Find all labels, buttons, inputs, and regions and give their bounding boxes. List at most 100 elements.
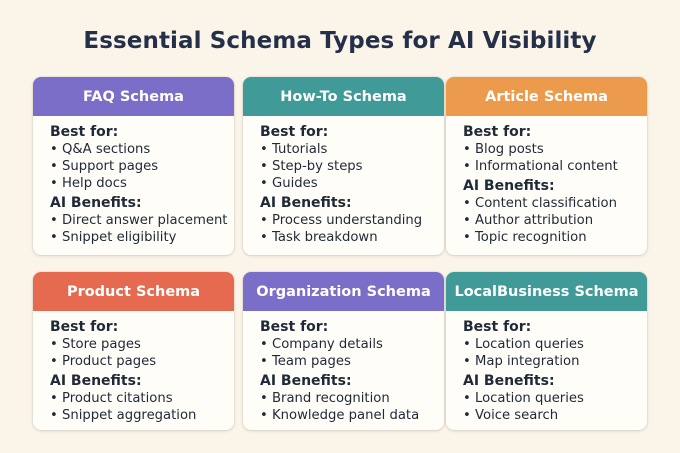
list-item-text: Topic recognition [475, 230, 587, 245]
section-label: Best for: [260, 124, 329, 140]
list-item: • Author attribution [463, 212, 637, 229]
bullet-icon: • [260, 230, 268, 245]
card-body: Best for:•Blog posts•Informational conte… [446, 116, 647, 254]
section-label: AI Benefits: [50, 373, 142, 389]
bullet-icon: • [463, 142, 471, 157]
section-label: Best for: [260, 319, 329, 335]
list-item-text: Company details [272, 337, 383, 352]
list-item-text: Informational content [475, 159, 618, 174]
list-item: • Blog posts [463, 141, 637, 158]
bullet-icon: • [50, 176, 58, 191]
section-label: Best for: [463, 319, 532, 335]
list-item-text: Voice search [475, 408, 559, 423]
card-header: Organization Schema [243, 272, 444, 311]
list-item-text: Location queries [475, 391, 584, 406]
list-item: • Voice search [463, 407, 637, 424]
card-body: Best for:•Tutorials•Step-by steps•Guides… [243, 116, 444, 254]
page-title: Essential Schema Types for AI Visibility [83, 28, 597, 54]
bullet-icon: • [260, 337, 268, 352]
list-item: •Topic recognition [463, 229, 637, 246]
list-item-text: Help docs [62, 176, 127, 191]
list-item-text: Blog posts [475, 142, 544, 157]
bullet-icon: • [260, 354, 268, 369]
list-item: • Help docs [50, 175, 224, 192]
bullet-icon: • [463, 213, 471, 228]
card-body: Best for: • Q&A sections • Support pages • Hel… [33, 116, 234, 254]
list-item-text: Support pages [62, 159, 159, 174]
section-label: Best for: [50, 319, 119, 335]
bullet-icon: • [260, 142, 268, 157]
bullet-icon: • [260, 408, 268, 423]
list-item: •Process understanding [260, 212, 434, 229]
list-item-text: Author attribution [475, 213, 594, 228]
bullet-icon: • [463, 391, 471, 406]
list-item-text: Snippet aggregation [62, 408, 197, 423]
bullet-icon: • [260, 391, 268, 406]
list-item: • Product pages [50, 353, 224, 370]
list-item-text: Direct answer placement [62, 213, 228, 228]
bullet-icon: • [463, 408, 471, 423]
list-item: •Tutorials [260, 141, 434, 158]
best-for-list: • Company details • Team pages [260, 336, 434, 370]
list-item-text: Product pages [62, 354, 157, 369]
list-item-text: Snippet eligibility [62, 230, 177, 245]
list-item: • Support pages [50, 158, 224, 175]
card-header: Product Schema [33, 272, 234, 311]
bullet-icon: • [260, 176, 268, 191]
list-item-text: Step-by steps [272, 159, 363, 174]
list-item-text: Task breakdown [272, 230, 378, 245]
card-header: How-To Schema [243, 77, 444, 116]
list-item-text: Brand recognition [272, 391, 390, 406]
list-item: •Content classification [463, 195, 637, 212]
bullet-icon: • [260, 159, 268, 174]
list-item: •Store pages [50, 336, 224, 353]
best-for-list: • Q&A sections • Support pages • Help docs [50, 141, 224, 192]
card-header: LocalBusiness Schema [446, 272, 647, 311]
list-item: • Location queries [463, 336, 637, 353]
list-item: • Brand recognition [260, 390, 434, 407]
section-label: AI Benefits: [260, 373, 352, 389]
section-label: Best for: [463, 124, 532, 140]
list-item: • Team pages [260, 353, 434, 370]
ai-benefits-list: • Location queries • Voice search [463, 390, 637, 424]
bullet-icon: • [50, 408, 58, 423]
list-item-text: Guides [272, 176, 318, 191]
section-label: Best for: [50, 124, 119, 140]
list-item-text: Location queries [475, 337, 584, 352]
bullet-icon: • [463, 337, 471, 352]
card-body: Best for: • Location queries • Map integrati… [446, 311, 647, 430]
list-item-text: Product citations [62, 391, 173, 406]
list-item: •Direct answer placement [50, 212, 228, 229]
list-item: •Product citations [50, 390, 224, 407]
ai-benefits-list: •Direct answer placement• Snippet eligibi… [50, 212, 228, 246]
card-body: Best for: • Company details • Team pages AI B… [243, 311, 444, 430]
list-item-text: Process understanding [272, 213, 423, 228]
list-item: • Company details [260, 336, 434, 353]
list-item-text: Store pages [62, 337, 141, 352]
bullet-icon: • [50, 354, 58, 369]
list-item: • Location queries [463, 390, 637, 407]
best-for-list: • Location queries • Map integration [463, 336, 637, 370]
list-item-text: Map integration [475, 354, 580, 369]
list-item: •Informational content [463, 158, 637, 175]
list-item: •Knowledge panel data [260, 407, 434, 424]
list-item: • Snippet aggregation [50, 407, 224, 424]
section-label: AI Benefits: [463, 178, 555, 194]
list-item-text: Q&A sections [62, 142, 151, 157]
list-item: • Map integration [463, 353, 637, 370]
list-item-text: Content classification [475, 196, 617, 211]
bullet-icon: • [50, 142, 58, 157]
list-item: • Q&A sections [50, 141, 224, 158]
list-item: • Task breakdown [260, 229, 434, 246]
card-header: FAQ Schema [33, 77, 234, 116]
bullet-icon: • [50, 230, 58, 245]
list-item-text: Team pages [272, 354, 351, 369]
bullet-icon: • [50, 159, 58, 174]
ai-benefits-list: •Content classification• Author attributi… [463, 195, 637, 246]
bullet-icon: • [463, 354, 471, 369]
